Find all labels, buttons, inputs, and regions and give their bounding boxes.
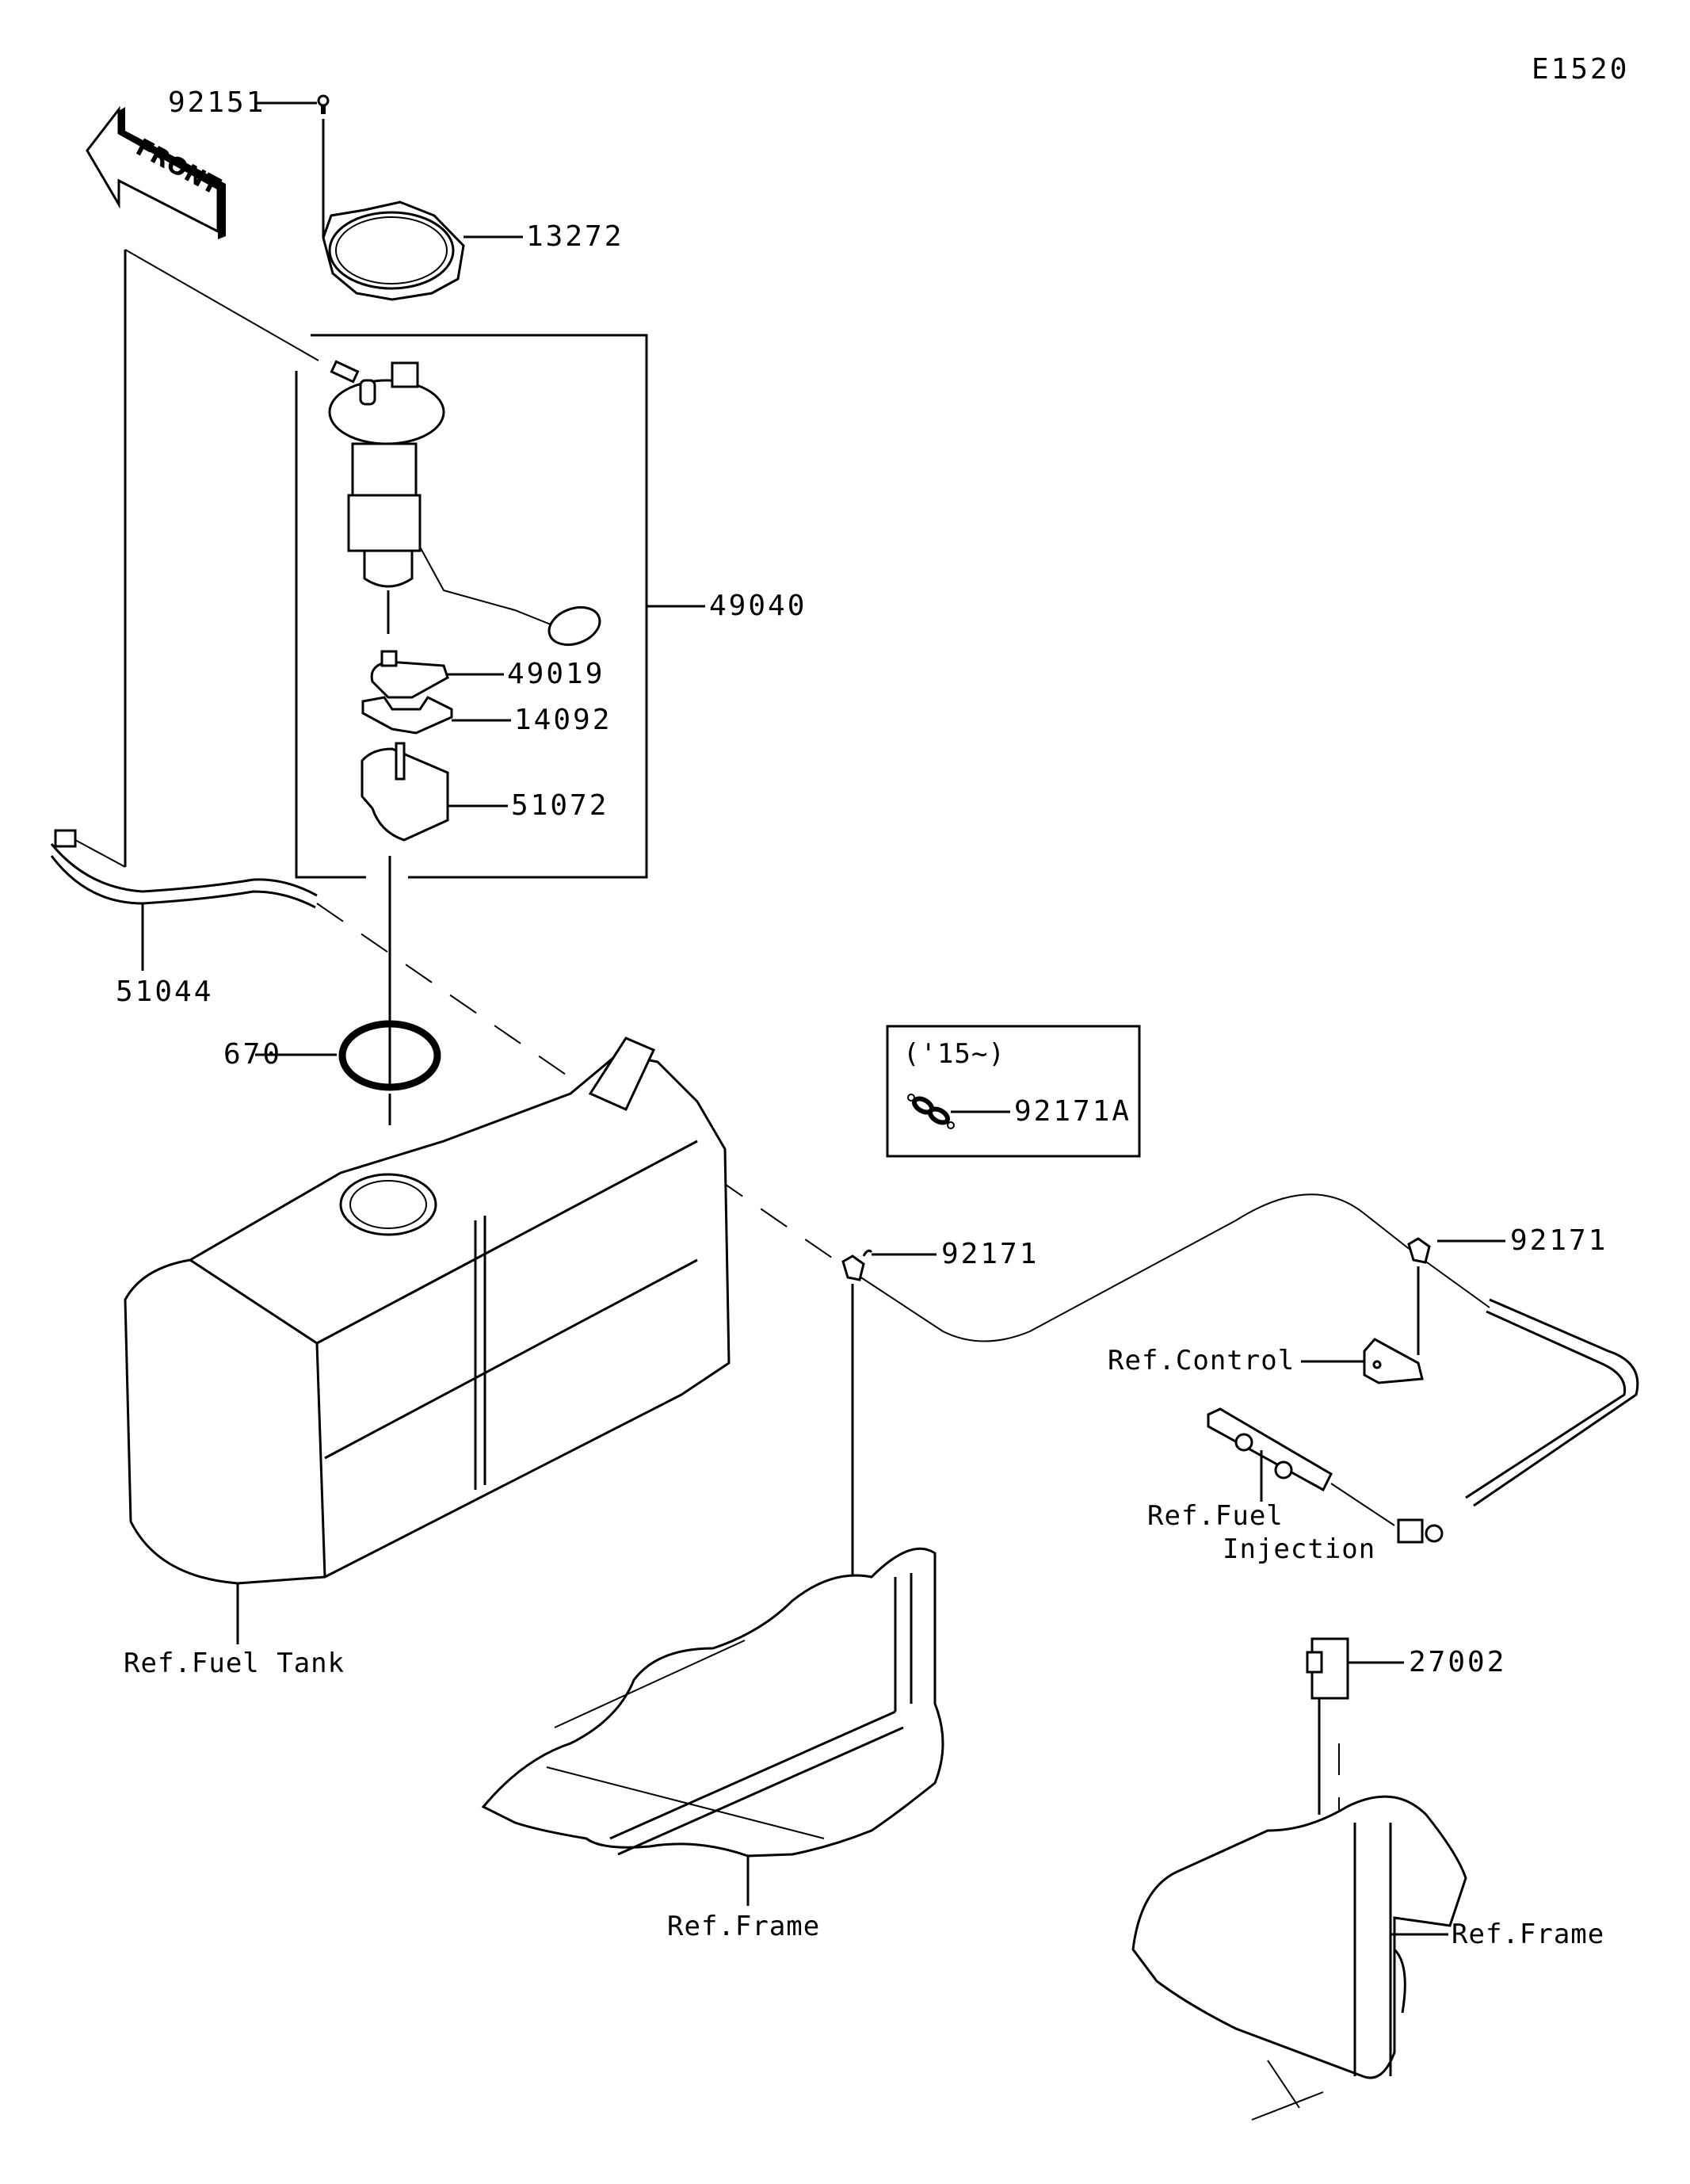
ref-control[interactable]: Ref.Control [1108, 1345, 1295, 1376]
callout-49040[interactable]: 49040 [709, 590, 807, 622]
ref-fuel-tank[interactable]: Ref.Fuel Tank [124, 1648, 345, 1679]
fuel-rail [1207, 1407, 1395, 1526]
clip-92171a-icon [907, 1094, 955, 1129]
clamp-92171-right [1407, 1237, 1505, 1355]
filter-49019 [370, 650, 504, 699]
assembly-box-49040 [295, 334, 705, 879]
callout-92151[interactable]: 92151 [168, 86, 266, 119]
guide-line-diagonal [124, 249, 319, 361]
figure-code: E1520 [1532, 53, 1630, 86]
ref-frame-center[interactable]: Ref.Frame [667, 1911, 821, 1942]
ref-frame-right[interactable]: Ref.Frame [1452, 1919, 1605, 1950]
callout-92171-left[interactable]: 92171 [941, 1238, 1040, 1270]
gasket-13272 [322, 200, 523, 301]
fuel-tank [124, 1037, 731, 1644]
hose-right [1397, 1298, 1639, 1544]
front-arrow-icon: FRONT [86, 105, 226, 239]
callout-51072[interactable]: 51072 [511, 789, 609, 822]
cover-14092 [361, 696, 511, 735]
strainer-51072 [361, 742, 508, 842]
callout-92171a[interactable]: 92171A [1014, 1095, 1132, 1128]
callout-51044[interactable]: 51044 [116, 976, 214, 1008]
frame-right [1131, 1795, 1467, 2121]
control-bracket [1301, 1338, 1424, 1384]
callout-92171-right[interactable]: 92171 [1510, 1224, 1608, 1257]
variant-box [886, 1025, 1141, 1158]
callout-27002[interactable]: 27002 [1409, 1646, 1507, 1678]
callout-14092[interactable]: 14092 [514, 704, 612, 736]
callout-13272[interactable]: 13272 [526, 220, 624, 253]
o-ring-670 [255, 1020, 441, 1125]
variant-box-title: ('15~) [903, 1038, 1005, 1070]
fuel-line [852, 1193, 1419, 1342]
ref-fuel-injection-line2[interactable]: Injection [1223, 1533, 1376, 1565]
frame-center [481, 1547, 944, 1906]
ref-fuel-injection-line1[interactable]: Ref.Fuel [1147, 1500, 1284, 1532]
bolt-92151 [255, 94, 330, 238]
callout-49019[interactable]: 49019 [507, 658, 605, 690]
callout-670[interactable]: 670 [223, 1038, 283, 1071]
relay-27002 [1306, 1637, 1404, 1823]
fuel-pump [328, 360, 601, 647]
